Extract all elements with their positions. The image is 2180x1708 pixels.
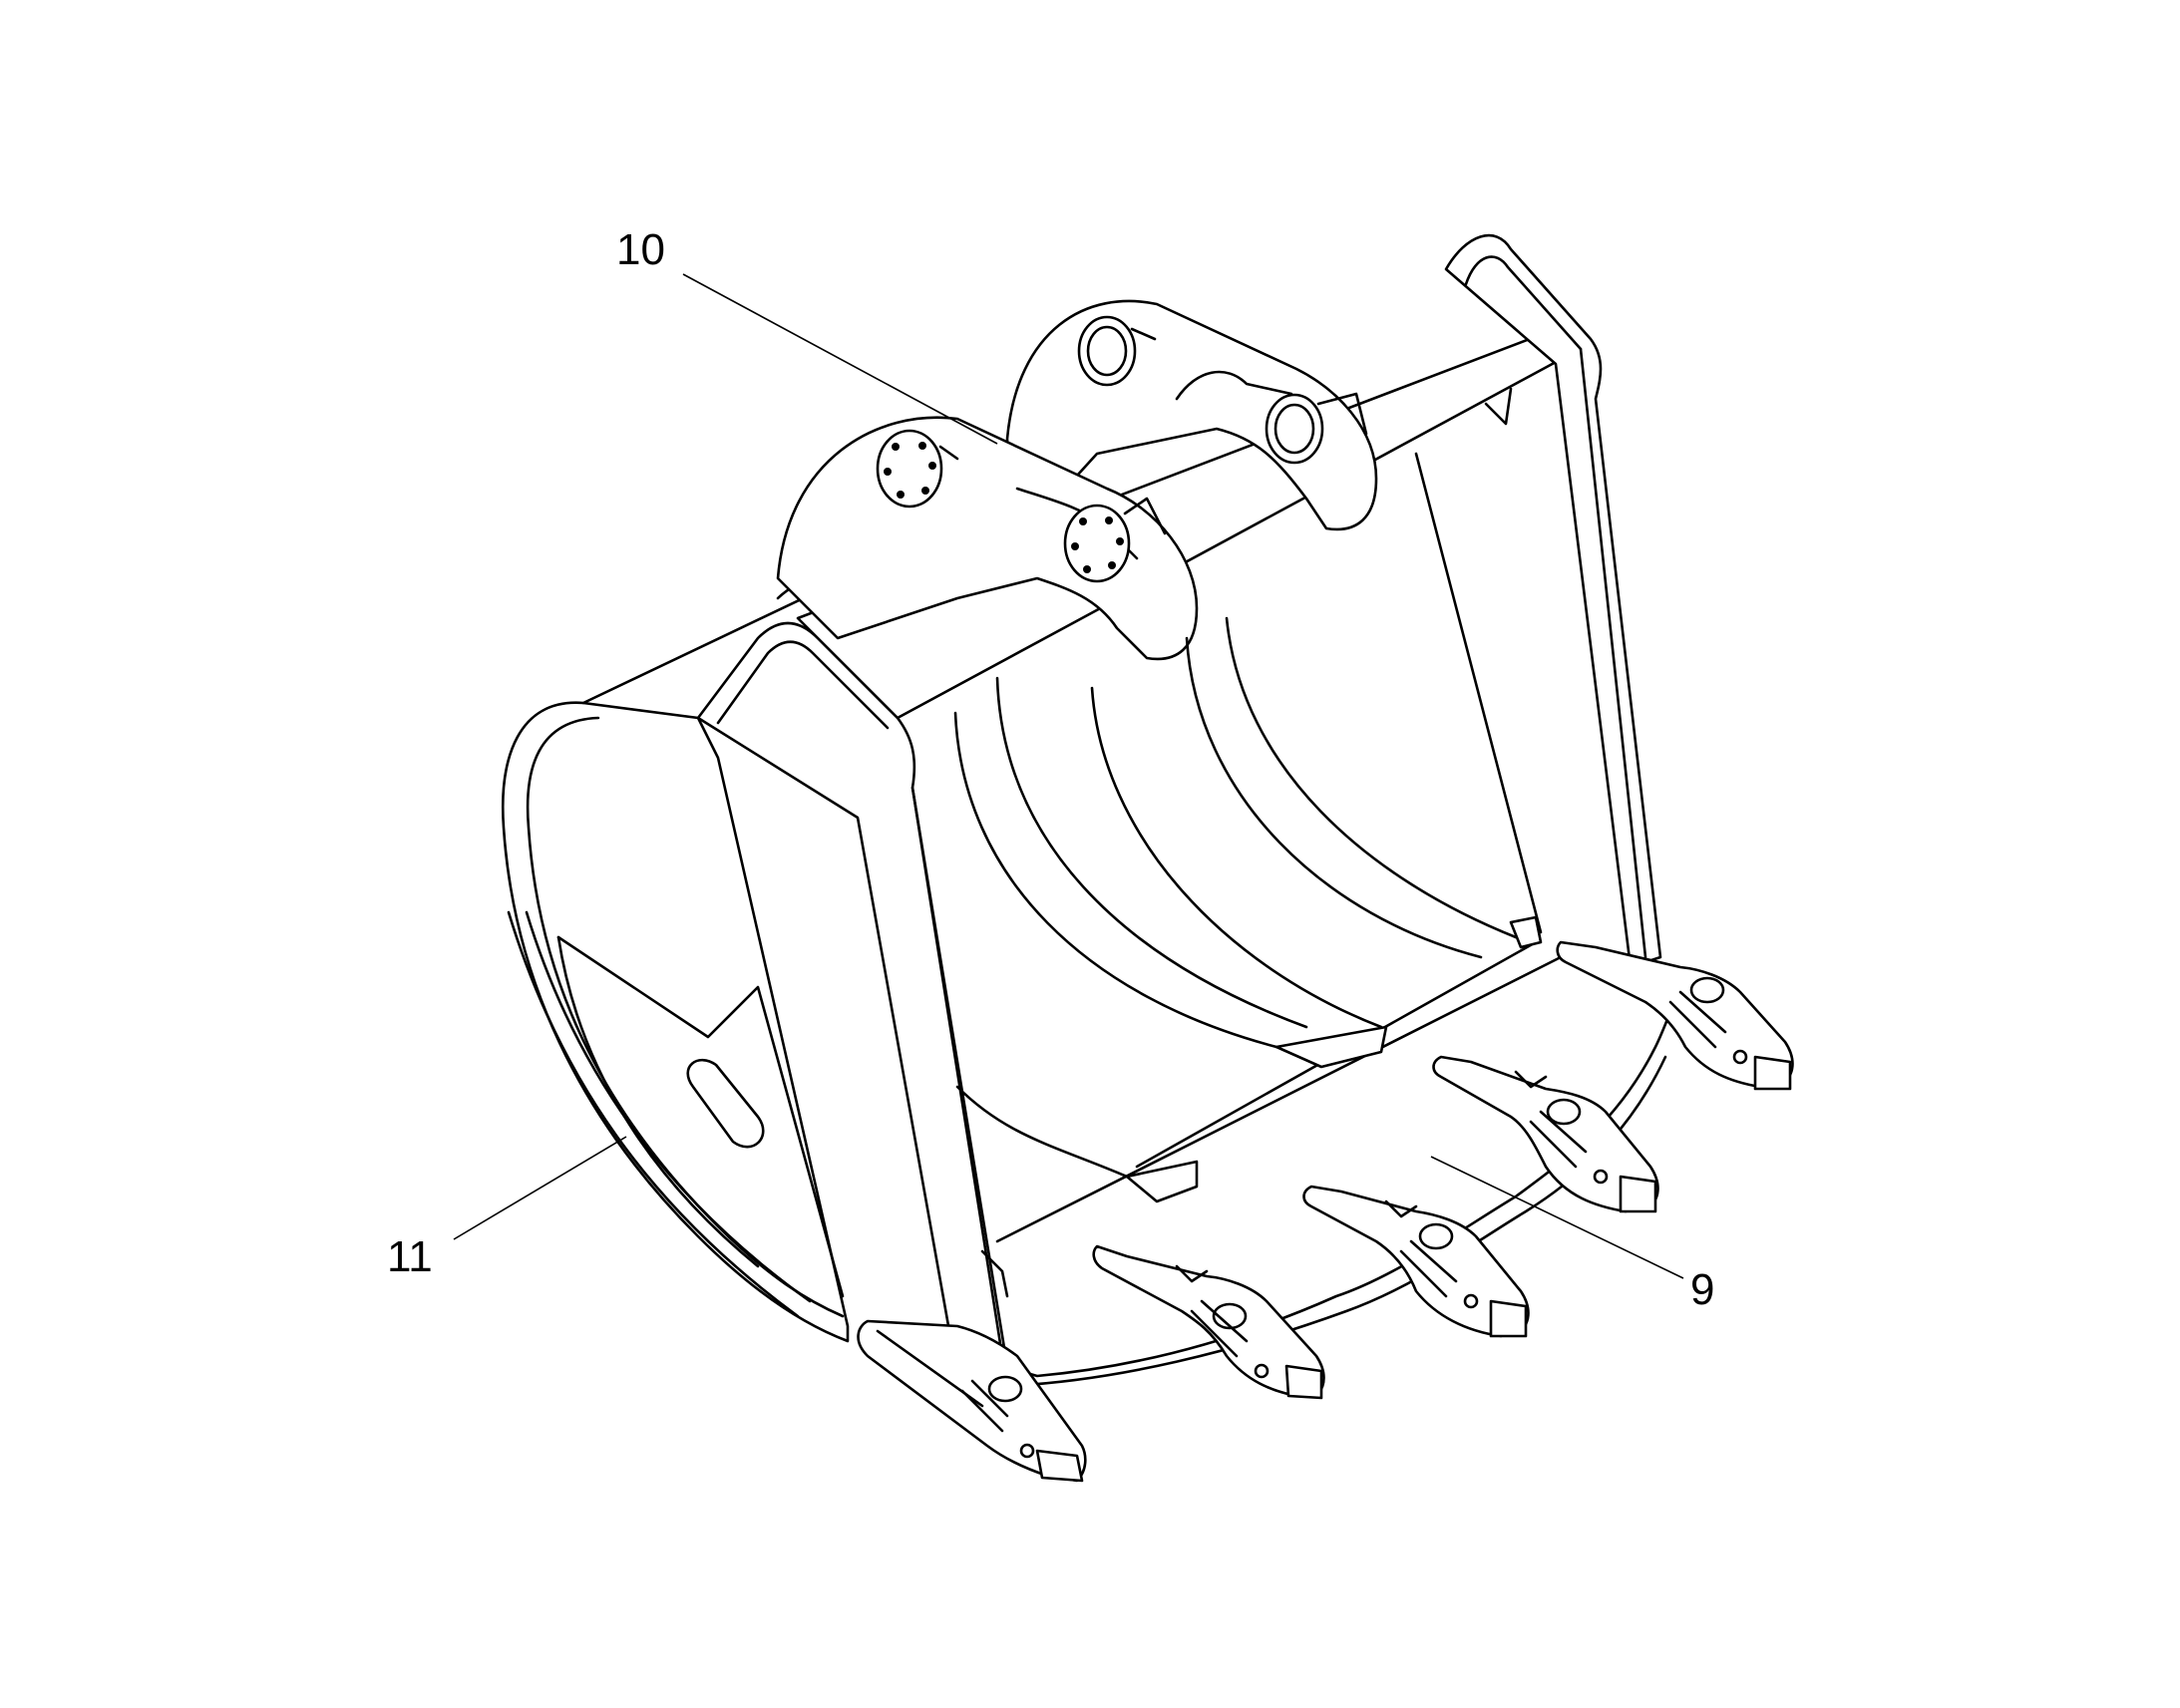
- callout-9: 9: [1430, 1156, 1714, 1314]
- right-side-plate: [1414, 233, 1662, 969]
- callout-11-label: 11: [387, 1232, 433, 1281]
- callout-10-leader: [682, 273, 998, 445]
- hinge-pins: [876, 315, 1368, 583]
- tooth-4: [1432, 1055, 1659, 1213]
- callout-10: 10: [616, 225, 998, 445]
- pin-front-top: [876, 429, 959, 509]
- pin-front-bottom: [1063, 497, 1167, 583]
- callout-9-label: 9: [1690, 1265, 1714, 1314]
- pin-rear-bottom: [1265, 392, 1368, 465]
- tooth-2: [1092, 1244, 1325, 1400]
- bucket-interior: [953, 616, 1563, 1243]
- callout-9-leader: [1430, 1156, 1684, 1279]
- callout-11-leader: [453, 1136, 627, 1240]
- pin-rear-top: [1077, 315, 1157, 387]
- teeth: [857, 940, 1794, 1483]
- tooth-3: [1302, 1185, 1530, 1338]
- tooth-5: [1556, 940, 1794, 1091]
- tooth-1: [857, 1319, 1087, 1483]
- callout-11: 11: [387, 1136, 627, 1281]
- callout-10-label: 10: [616, 225, 665, 274]
